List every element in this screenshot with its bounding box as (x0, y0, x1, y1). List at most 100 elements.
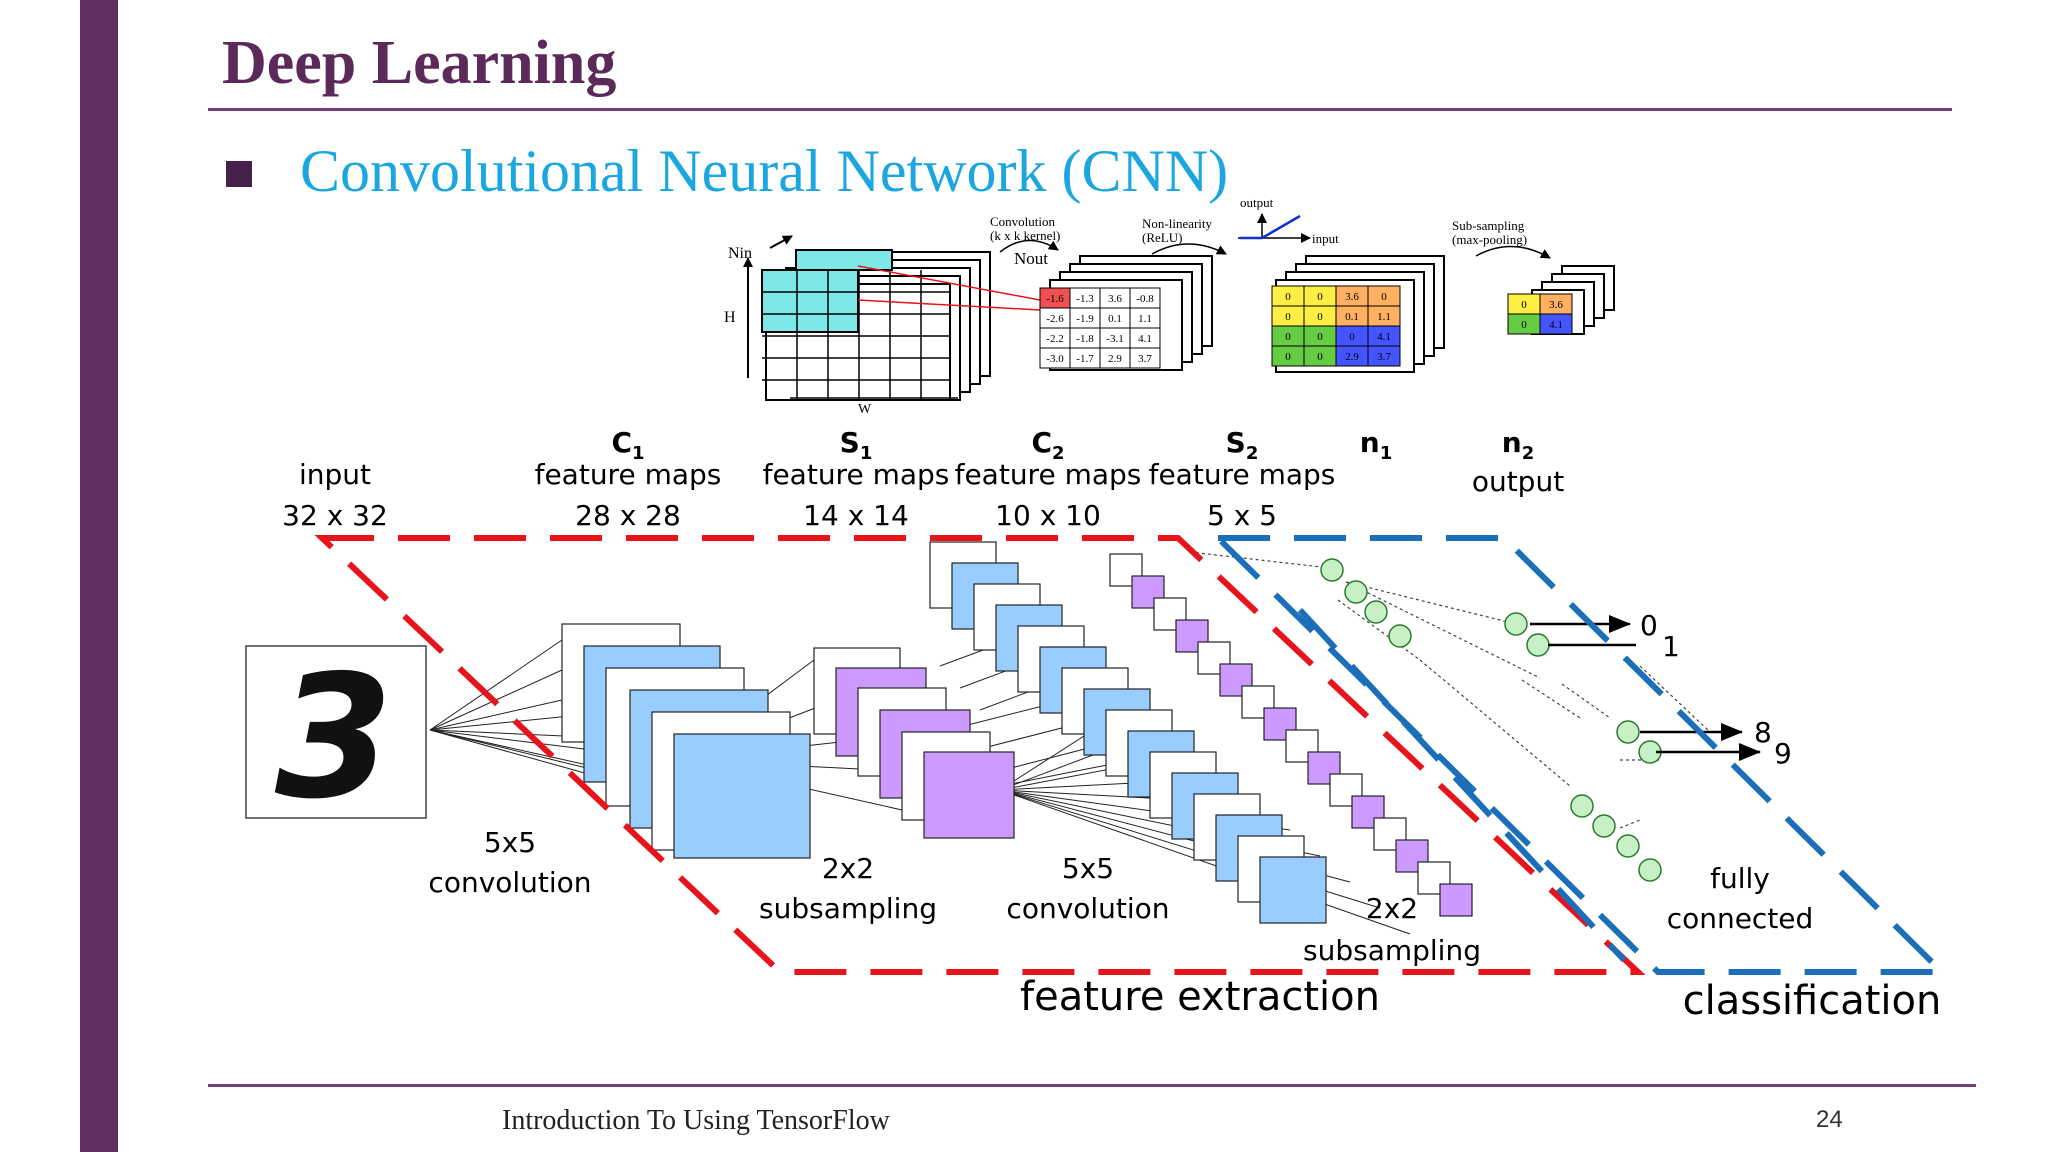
layer-line1: input (299, 458, 371, 491)
s2-map (1439, 883, 1473, 917)
kernel-projection-line (857, 299, 1041, 311)
matrix-value: 4.1 (1377, 331, 1391, 343)
operation-line2: connected (1667, 902, 1814, 935)
neuron (1526, 633, 1550, 657)
matrix-value: 3.6 (1549, 299, 1563, 311)
layer-line2: 14 x 14 (803, 499, 909, 532)
neuron (1570, 794, 1594, 818)
nin-label: Nin (728, 245, 752, 262)
matrix-value: 0 (1317, 351, 1323, 363)
feature-extraction-box (314, 535, 1646, 975)
layer-line2: 5 x 5 (1207, 499, 1277, 532)
matrix-cell (1367, 345, 1401, 367)
matrix-value: 3.7 (1377, 351, 1391, 363)
page-number: 24 (1816, 1106, 1843, 1133)
input-volume (761, 249, 991, 401)
neuron (1344, 580, 1368, 604)
matrix-value: 4.1 (1138, 333, 1152, 345)
operation-line1: 5x5 (1062, 852, 1114, 885)
neuron (1592, 814, 1616, 838)
neuron (1320, 558, 1344, 582)
operation-line1: 2x2 (1366, 892, 1418, 925)
layer-line1: feature maps (535, 458, 722, 491)
operation-line2: convolution (1006, 892, 1169, 925)
feature-extraction-label: feature extraction (1020, 974, 1380, 1020)
matrix-value: 0.1 (1345, 311, 1359, 323)
s2-map (1197, 641, 1231, 675)
operation-line2: subsampling (1303, 934, 1481, 967)
neuron (1364, 600, 1388, 624)
matrix-value: 0 (1349, 331, 1355, 343)
classification-label: classification (1683, 978, 1942, 1024)
matrix-value: 2.9 (1108, 353, 1122, 365)
matrix-value: -1.7 (1076, 353, 1094, 365)
layer-line2: 28 x 28 (575, 499, 681, 532)
operation-labels: 5x5 convolution 2x2 subsampling 5x5 conv… (428, 826, 1813, 967)
matrix-value: 0 (1317, 311, 1323, 323)
connection-line (999, 789, 1411, 935)
connection-line (429, 639, 563, 731)
layer-line1: output (1472, 465, 1564, 498)
convolution-arrow (999, 239, 1059, 253)
matrix-value: 0 (1285, 311, 1291, 323)
matrix-value: 0 (1521, 319, 1527, 331)
nout-label: Nout (1014, 249, 1048, 268)
slide-title: Deep Learning (222, 29, 617, 97)
kernel-projection-line (857, 265, 1041, 301)
layer-line2: 10 x 10 (995, 499, 1101, 532)
layer-symbol: n2 (1502, 426, 1534, 464)
relu-curve (1240, 214, 1301, 240)
matrix-value: 3.7 (1138, 353, 1152, 365)
matrix-value: 0.1 (1108, 313, 1122, 325)
input-image: 3 (245, 639, 427, 837)
matrix-value: 0 (1317, 291, 1323, 303)
matrix-cell (1129, 347, 1161, 369)
bullet-text: Convolutional Neural Network (CNN) (300, 138, 1229, 204)
matrix-value: 3.6 (1345, 291, 1359, 303)
pooled-output-stack (1531, 265, 1615, 335)
neuron (1504, 612, 1528, 636)
operation-line2: convolution (428, 866, 591, 899)
connection-line (429, 659, 585, 731)
w-label: W (858, 402, 872, 417)
output-digits: 0 1 8 9 (1640, 609, 1792, 770)
relu-output-label: output (1240, 195, 1274, 210)
s2-map (1373, 817, 1407, 851)
operation-line1: fully (1710, 862, 1770, 895)
matrix-value: 1.1 (1138, 313, 1152, 325)
matrix-value: -1.9 (1076, 313, 1094, 325)
neuron (1616, 720, 1640, 744)
convolution-label: Convolution (990, 214, 1056, 229)
layer-headers: input 32 x 32 C1 feature maps 28 x 28 S1… (282, 426, 1564, 532)
c1-feature-maps (561, 623, 811, 859)
subsampling-arrow (1475, 245, 1551, 259)
c2-feature-maps (929, 541, 1327, 924)
s2-feature-maps (1109, 553, 1473, 917)
s2-map (1241, 685, 1275, 719)
matrix-value: 2.9 (1345, 351, 1359, 363)
matrix-value: -3.0 (1046, 353, 1064, 365)
input-digit: 3 (275, 639, 393, 837)
matrix-value: -0.8 (1136, 293, 1154, 305)
input-grid (762, 270, 950, 400)
layer-symbol: C2 (1031, 426, 1064, 464)
output-digit: 8 (1754, 716, 1772, 749)
layer-line1: feature maps (1149, 458, 1336, 491)
classification-box-inner-edge (1297, 607, 1627, 963)
c2-map (1259, 856, 1327, 924)
operation-line2: subsampling (759, 892, 937, 925)
neuron (1638, 858, 1662, 882)
output-digit: 0 (1640, 609, 1658, 642)
matrix-value: -1.6 (1046, 293, 1064, 305)
subsampling-label: Sub-sampling (1452, 218, 1525, 233)
s1-feature-maps (813, 647, 1015, 839)
accent-sidebar (80, 0, 118, 1152)
maxpooling-label: (max-pooling) (1452, 232, 1527, 247)
kernel-label: (k x k kernel) (990, 228, 1060, 243)
matrix-value: -1.3 (1076, 293, 1094, 305)
output-arrows (1530, 615, 1761, 761)
